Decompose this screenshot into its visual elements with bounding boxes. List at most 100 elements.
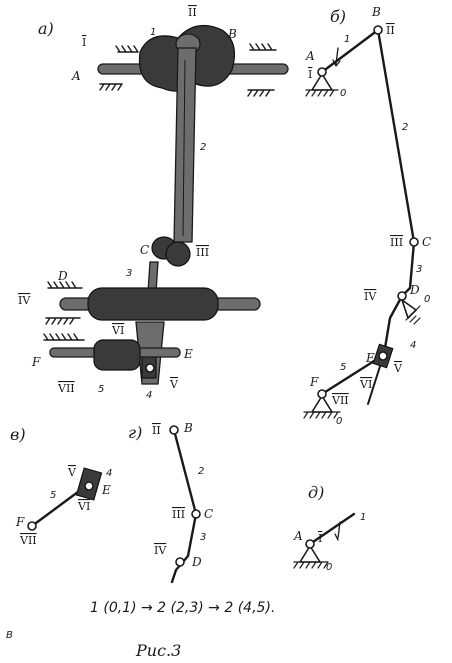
label-v-VII: VII [19, 534, 37, 547]
joint-c-right [165, 241, 191, 267]
structure-formula: 1 (0,1) → 2 (2,3) → 2 (4,5). [90, 600, 275, 616]
label-b-link-1: 1 [344, 34, 350, 45]
label-g-II: II [152, 424, 161, 437]
label-g-link-3: 3 [200, 532, 206, 543]
g-link-3 [170, 512, 198, 584]
b-support-f-hatch [303, 411, 341, 419]
label-a-VI: VI [111, 324, 124, 337]
panel-v-label: в) [10, 425, 26, 444]
v-joint-f [27, 521, 37, 531]
label-b-C: C [422, 235, 431, 249]
label-d-I: I [318, 532, 322, 545]
label-a-link-5: 5 [98, 384, 104, 395]
label-b-O: 0 [340, 88, 346, 99]
label-a-I: I [82, 36, 86, 49]
b-link-4 [382, 294, 404, 356]
g-joint-d [175, 557, 185, 567]
label-b-link-2: 2 [402, 122, 408, 133]
cylinder-f [43, 333, 181, 371]
panel-b-label: б) [330, 7, 346, 26]
label-b-A: A [305, 49, 315, 63]
panel-g-label: г) [128, 423, 142, 442]
label-a-link-4: 4 [146, 390, 152, 401]
label-v-link-4: 4 [106, 468, 112, 479]
d-support-hatch [293, 561, 329, 569]
panel-a-mechanism: а) [18, 6, 289, 401]
rod-body [173, 47, 197, 243]
g-link-2 [172, 428, 198, 516]
g-joint-c [191, 509, 201, 519]
label-a-III: III [196, 246, 209, 259]
b-link-5 [320, 354, 384, 396]
label-g-B: B [183, 421, 193, 435]
b-joint-d [397, 291, 407, 301]
panel-d-label: д) [308, 483, 324, 502]
label-a-link-2: 2 [200, 142, 206, 153]
b-slider-guide [367, 359, 383, 405]
b-joint-b [373, 25, 383, 35]
rod-center-line [182, 59, 186, 237]
label-g-D: D [191, 555, 202, 569]
label-d-O: 0 [326, 562, 332, 573]
label-d-A: A [293, 529, 303, 543]
label-a-VII: VII [57, 382, 75, 395]
label-a-C: C [140, 243, 149, 257]
label-a-F: F [31, 355, 41, 369]
v-joint-e [84, 481, 94, 491]
label-b-VI: VI [359, 378, 372, 391]
label-a-B: B [227, 27, 237, 41]
d-sleeve [87, 287, 219, 321]
d-joint-a [305, 539, 315, 549]
label-a-link-3: 3 [126, 268, 132, 279]
label-g-IV: IV [154, 544, 167, 557]
label-a-IV: IV [18, 294, 31, 307]
label-b-link-5: 5 [340, 362, 346, 373]
label-b-link-3: 3 [416, 264, 422, 275]
b-support-d [401, 299, 417, 319]
d-link-1 [308, 512, 356, 546]
panel-d-group: д) A I 1 0 [293, 483, 366, 573]
label-b-VII: VII [331, 394, 349, 407]
label-d-link-1: 1 [360, 512, 366, 523]
label-b-III: III [390, 236, 403, 249]
panel-g-group: г) II B 2 III C 3 IV D [128, 421, 213, 584]
label-a-link-1: 1 [150, 27, 156, 38]
label-b-V: V [393, 362, 403, 375]
label-g-link-2: 2 [198, 466, 204, 477]
label-a-A: A [71, 69, 81, 83]
label-g-III: III [172, 508, 185, 521]
bearing-hatch-top-left [115, 45, 139, 53]
label-a-D: D [57, 269, 68, 283]
slider-shaft-d [45, 281, 261, 325]
label-v-E: E [101, 483, 111, 497]
g-joint-b [169, 425, 179, 435]
label-b-O2: 0 [424, 294, 430, 305]
d-hatch-top [47, 281, 83, 289]
label-b-E: E [365, 351, 375, 365]
b-joint-e [378, 351, 388, 361]
label-v-VI: VI [77, 500, 90, 513]
b-support-a-hatch [305, 89, 339, 97]
label-g-C: C [204, 507, 213, 521]
b-link-2 [376, 28, 416, 244]
b-rotation-arrow [332, 47, 341, 67]
d-hatch-bottom [45, 317, 81, 325]
f-cylinder [93, 339, 141, 371]
label-b-B: B [371, 5, 381, 19]
connecting-rod [173, 47, 197, 243]
label-a-E: E [183, 347, 193, 361]
joint-c-assembly [147, 236, 191, 293]
b-joint-f [317, 389, 327, 399]
b-joint-a [317, 67, 327, 77]
label-v-V: V [67, 466, 77, 479]
figure-caption: Рис.3 [135, 641, 181, 660]
panel-b-scheme: б) A I 1 B II 0 2 [303, 5, 431, 427]
label-a-II: II [188, 6, 197, 19]
label-b-D: D [409, 283, 420, 297]
label-a-V: V [169, 378, 179, 391]
corner-mark: В [6, 630, 13, 641]
label-v-link-5: 5 [50, 490, 56, 501]
label-b-link-4: 4 [410, 340, 416, 351]
label-v-F: F [15, 515, 25, 529]
